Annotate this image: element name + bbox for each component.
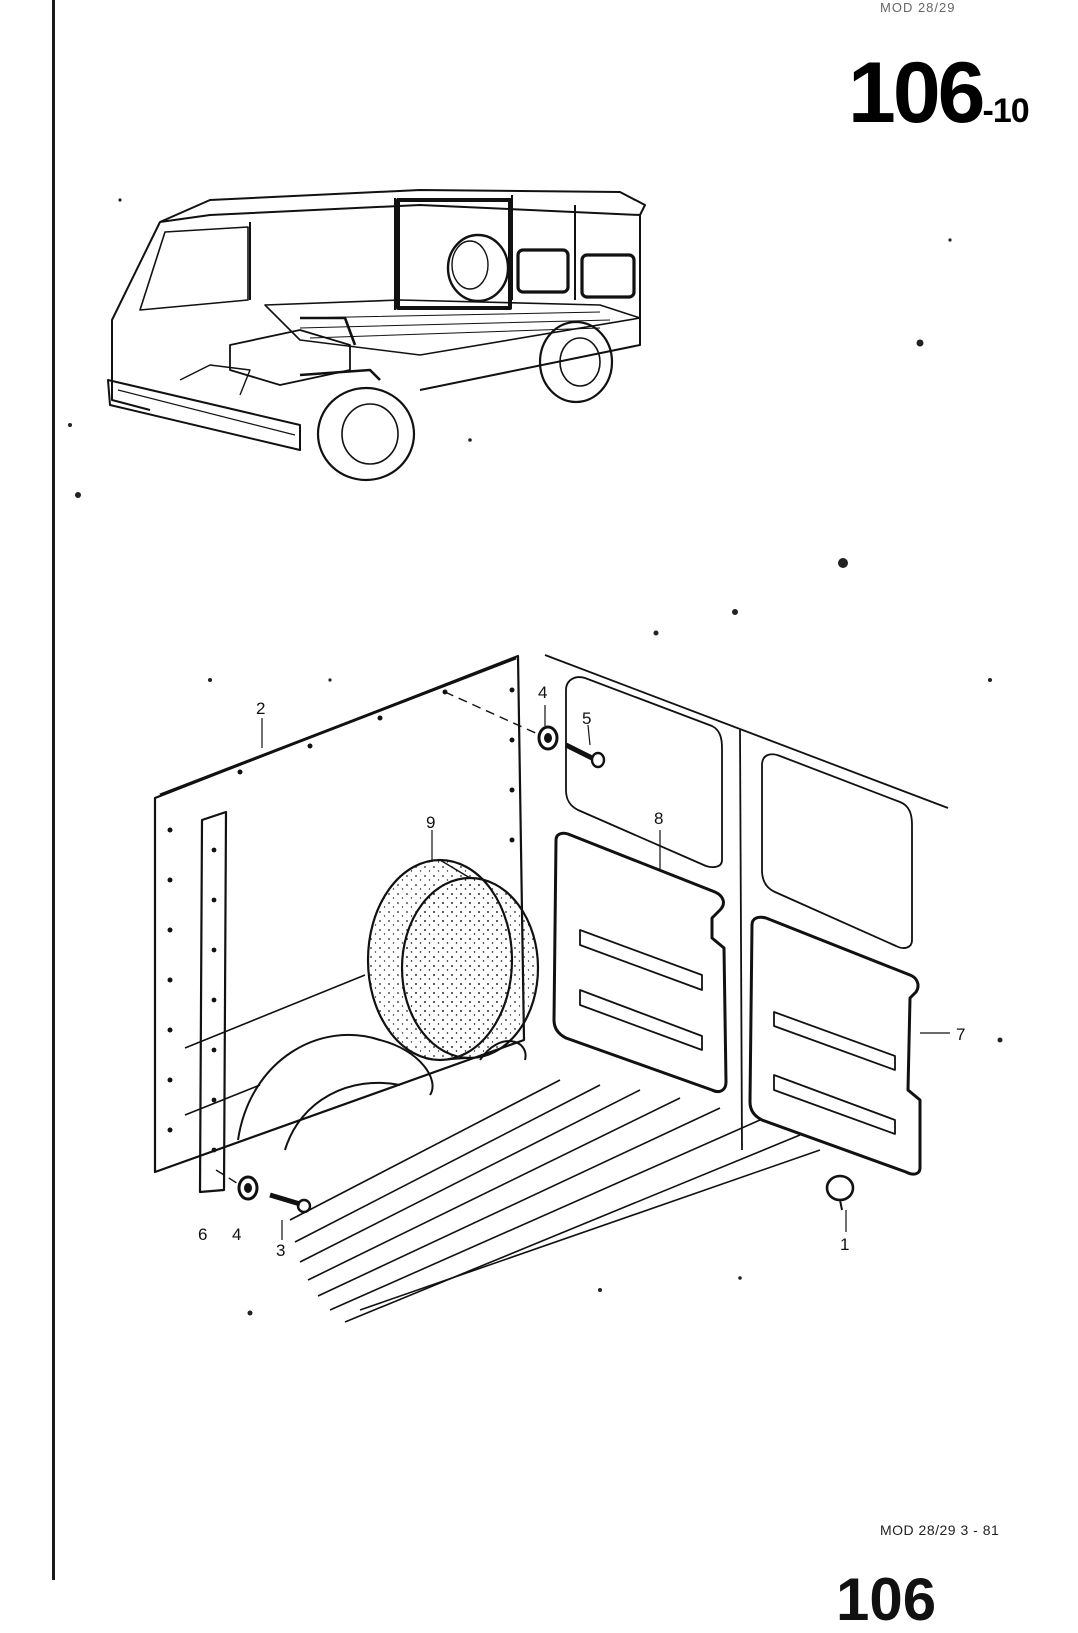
partition-panel-part-2 [153,654,526,1174]
mounting-strip-part-6 [198,810,228,1194]
callout-5: 5 [582,709,591,728]
side-panel-part-8 [552,831,728,1094]
fastener-clip-part-1 [825,1174,855,1211]
leader-lines [215,691,541,1186]
page-number: 106-10 [848,44,1030,143]
callout-1: 1 [840,1235,849,1254]
fastener-screw-upper [564,742,606,769]
header-clipped-text: MOD 28/29 [880,0,956,15]
next-page-number-clipped: 106 [836,1566,937,1633]
callout-labels: 2 4 5 9 8 7 6 4 3 1 [198,683,965,1260]
cargo-floor-ribs [184,974,821,1323]
spare-wheel-part-9 [366,858,540,1062]
side-wall-outline [544,654,949,1151]
fastener-washer-lower [237,1175,259,1201]
parts-catalog-page: MOD 28/29 106-10 [52,0,1030,1633]
page-number-suffix: -10 [982,92,1030,130]
fastener-screw-lower [269,1192,312,1214]
callout-4-upper: 4 [538,683,547,702]
callout-4-lower: 4 [232,1225,241,1244]
fastener-washer-upper [537,725,559,751]
side-panel-part-7 [748,915,922,1176]
callout-2: 2 [256,699,265,718]
binding-margin-rule [52,0,55,1580]
callout-ticks [261,705,950,1240]
callout-7: 7 [956,1025,965,1044]
callout-9: 9 [426,813,435,832]
page-number-main: 106 [848,45,985,141]
van-overview-illustration [107,189,646,482]
scan-speckles [68,198,1003,1316]
model-revision-code: MOD 28/29 3 - 81 [880,1522,1000,1538]
cargo-area-exploded-view [153,654,950,1323]
exploded-parts-drawing: 2 4 5 9 8 7 6 4 3 1 [68,189,1003,1323]
callout-3: 3 [276,1241,285,1260]
callout-8: 8 [654,809,663,828]
callout-6: 6 [198,1225,207,1244]
